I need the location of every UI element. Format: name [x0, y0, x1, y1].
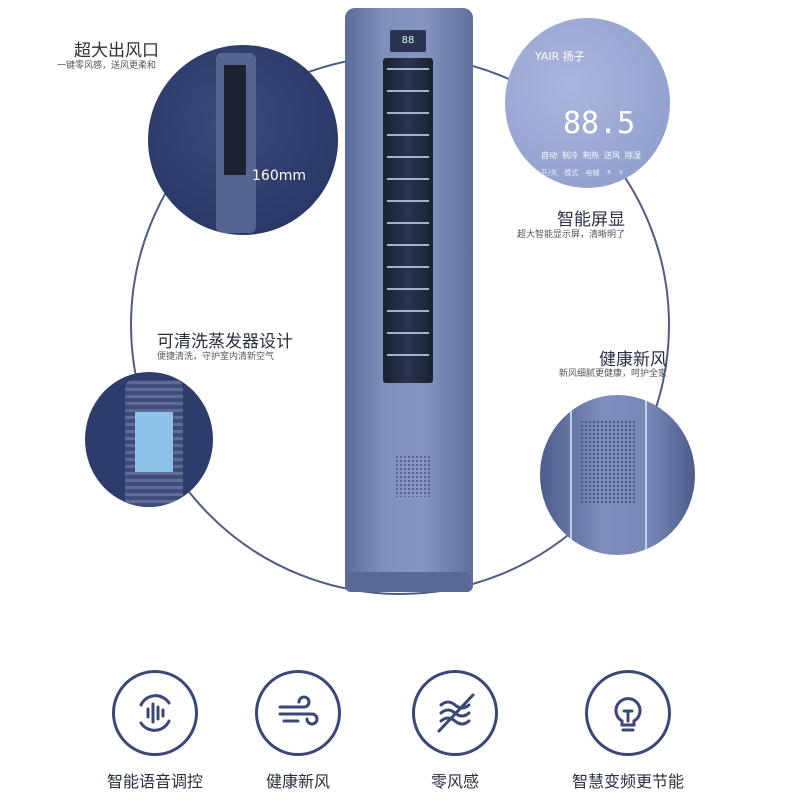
- mode-heat: 制热: [583, 151, 599, 160]
- up-touch-button: ∧: [606, 168, 612, 176]
- tower-base: [348, 572, 470, 592]
- air-outlet-panel: [383, 58, 433, 383]
- feature-subtitle-display: 超大智能显示屏，清晰明了: [516, 230, 625, 240]
- louver-slat: [387, 222, 429, 224]
- down-touch-button: ∨: [618, 168, 624, 176]
- mode-dry: 除湿: [625, 151, 641, 160]
- feature-title-fresh-air: 健康新风: [599, 350, 667, 370]
- icon-label-energy: 智慧变频更节能: [571, 772, 684, 791]
- brand-logo: YAIR 扬子: [535, 50, 585, 63]
- energy-saving-bulb-icon: [585, 670, 671, 756]
- no-wind-feel-icon: [412, 670, 498, 756]
- feature-title-outlet: 超大出风口: [74, 41, 159, 61]
- louver-slat: [387, 156, 429, 158]
- outlet-width-callout: 160mm: [252, 168, 306, 184]
- louver-slat: [387, 112, 429, 114]
- feature-subtitle-outlet: 一键零风感，送风更柔和: [57, 61, 157, 71]
- display-digits: 88.5: [563, 106, 636, 141]
- evaporator-closeup: [85, 372, 213, 507]
- fresh-air-grille: [395, 455, 431, 497]
- icon-label-voice: 智能语音调控: [106, 772, 203, 791]
- outlet-closeup: [148, 45, 338, 235]
- feature-title-display: 智能屏显: [557, 210, 625, 230]
- icon-label-fresh-air: 健康新风: [265, 772, 330, 791]
- feature-subtitle-fresh-air: 新风细腻更健康，呵护全家: [558, 369, 667, 379]
- voice-control-icon: [112, 670, 198, 756]
- louver-slat: [387, 68, 429, 70]
- mode-auto: 自动: [541, 151, 557, 160]
- louver-slat: [387, 178, 429, 180]
- heater-touch-button: 电辅: [585, 169, 600, 177]
- tower-display: 88: [390, 30, 426, 52]
- feature-title-evaporator: 可清洗蒸发器设计: [157, 332, 293, 352]
- fresh-air-closeup: [540, 395, 695, 555]
- louver-slat: [387, 266, 429, 268]
- louver-slat: [387, 90, 429, 92]
- louver-slat: [387, 134, 429, 136]
- fresh-air-icon: [255, 670, 341, 756]
- louver-slat: [387, 288, 429, 290]
- louver-slat: [387, 244, 429, 246]
- mode-touch-button: 模式: [564, 169, 579, 177]
- mode-fan: 送风: [604, 151, 620, 160]
- display-closeup: YAIR 扬子 88.5 自动 制冷 制热 送风 除湿 开/关 模式 电辅 ∧ …: [505, 18, 670, 188]
- mode-cool: 制冷: [562, 151, 578, 160]
- power-touch-button: 开/关: [541, 169, 558, 177]
- louver-slat: [387, 332, 429, 334]
- icon-label-no-wind: 零风感: [430, 772, 479, 791]
- feature-subtitle-evaporator: 便捷清洗，守护室内清新空气: [157, 352, 275, 362]
- louver-slat: [387, 310, 429, 312]
- louver-slat: [387, 200, 429, 202]
- louver-slat: [387, 354, 429, 356]
